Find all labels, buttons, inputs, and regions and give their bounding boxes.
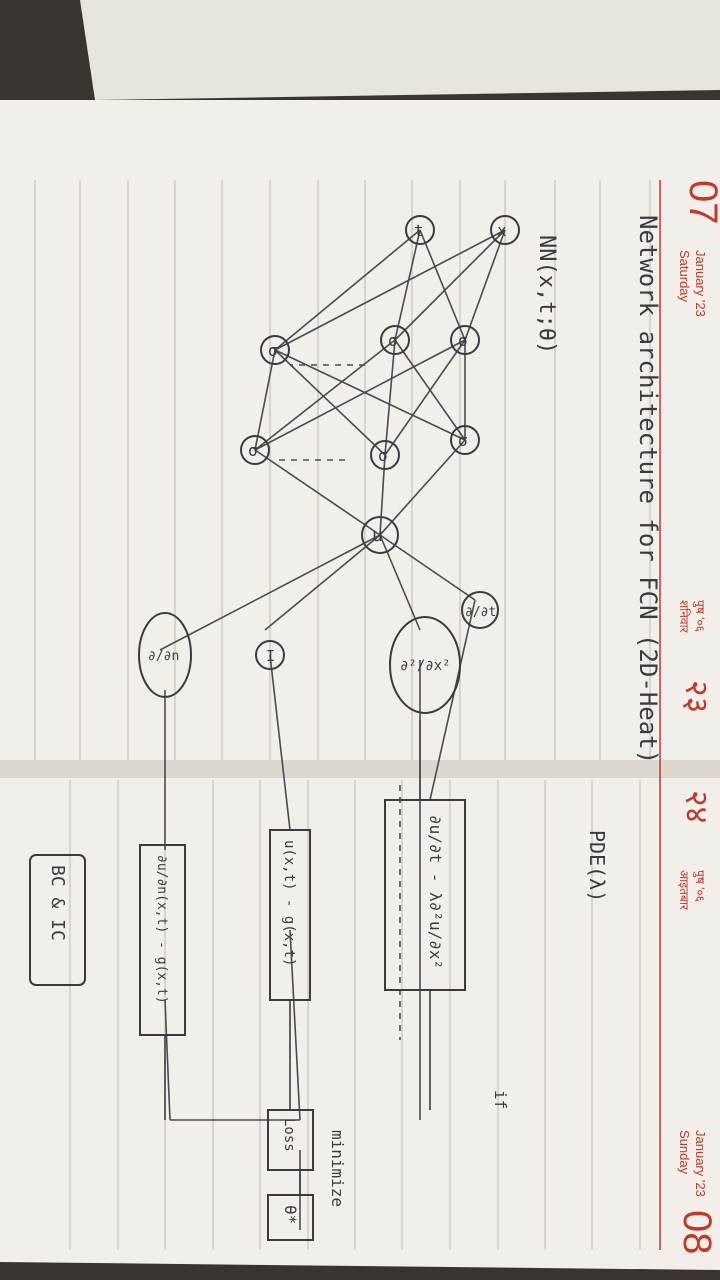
notebook-spread: [0, 100, 720, 1270]
svg-text:∂u/∂t - λ∂²u/∂x²: ∂u/∂t - λ∂²u/∂x²: [426, 815, 445, 969]
right-hindi-date: २४: [679, 790, 715, 823]
right-date-number: 08: [675, 1210, 719, 1255]
derivative-node-dxx: ∂²/∂x²: [389, 616, 461, 714]
page-fold-shadow: [0, 760, 720, 778]
svg-text:θ*: θ*: [281, 1205, 300, 1224]
svg-text:x: x: [497, 221, 507, 240]
svg-text:σ: σ: [248, 441, 258, 460]
minimize-label: minimize: [328, 1130, 347, 1207]
right-hindi-month: पुष '०६: [692, 870, 707, 902]
svg-text:∂u/∂n(x,t) - g(x,t): ∂u/∂n(x,t) - g(x,t): [154, 855, 169, 1004]
right-weekday: Sunday: [677, 1130, 692, 1175]
dashed-lines: [275, 364, 401, 1040]
svg-text:σ: σ: [378, 446, 388, 465]
svg-text:σ: σ: [458, 331, 468, 350]
right-month-year: January '23: [693, 1130, 708, 1197]
hidden-node: σ: [450, 325, 480, 355]
svg-text:σ: σ: [458, 431, 468, 450]
right-hindi-weekday: आइतबार: [677, 870, 691, 911]
svg-text:σ: σ: [268, 341, 278, 360]
left-date-number: 07: [681, 180, 720, 225]
svg-text:Loss: Loss: [281, 1118, 297, 1152]
bc-ic-label-box: BC & IC: [29, 854, 86, 986]
ruled-lines: [34, 180, 651, 1250]
left-hindi-weekday: शनिवार: [677, 600, 691, 634]
svg-text:σ: σ: [388, 331, 398, 350]
left-hindi-month: पुष '०६: [692, 600, 707, 632]
hidden-node: σ: [260, 335, 290, 365]
svg-text:∂²/∂x²: ∂²/∂x²: [400, 658, 451, 674]
svg-text:∂/∂t: ∂/∂t: [465, 605, 496, 620]
pde-label: PDE(λ): [585, 830, 609, 902]
svg-text:t: t: [414, 221, 424, 240]
left-month-year: January '23: [693, 250, 708, 317]
background-page: [80, 0, 720, 100]
svg-text:BC & IC: BC & IC: [47, 865, 68, 941]
hidden-node: σ: [450, 425, 480, 455]
derivative-node-dn: ∂/∂n: [138, 612, 192, 698]
left-hindi-date: २३: [679, 680, 715, 713]
hidden-node: σ: [380, 325, 410, 355]
theta-box: θ*: [267, 1194, 314, 1241]
svg-text:∂/∂n: ∂/∂n: [148, 649, 179, 664]
derivative-node-dt: ∂/∂t: [461, 591, 499, 629]
input-node-t: t: [405, 215, 435, 245]
input-node-x: x: [490, 215, 520, 245]
notes-title: Network architecture for FCN (2D-Heat): [634, 215, 662, 764]
nn-label: NN(x,t;θ): [534, 235, 559, 354]
left-weekday: Saturday: [677, 250, 692, 303]
svg-text:I: I: [266, 647, 275, 665]
hidden-node: σ: [240, 435, 270, 465]
output-node-u: u: [361, 516, 399, 554]
hidden-node: σ: [370, 440, 400, 470]
pde-residual-box: ∂u/∂t - λ∂²u/∂x²: [384, 799, 466, 991]
right-margin-mark: if: [491, 1090, 510, 1109]
svg-text:u: u: [372, 525, 383, 546]
network-edges: [159, 229, 506, 1230]
svg-text:u(x,t) - g(x,t): u(x,t) - g(x,t): [281, 840, 297, 966]
identity-node: I: [255, 640, 285, 670]
bc-residual-box: ∂u/∂n(x,t) - g(x,t): [139, 844, 186, 1036]
connector-arrows: [164, 990, 431, 1195]
